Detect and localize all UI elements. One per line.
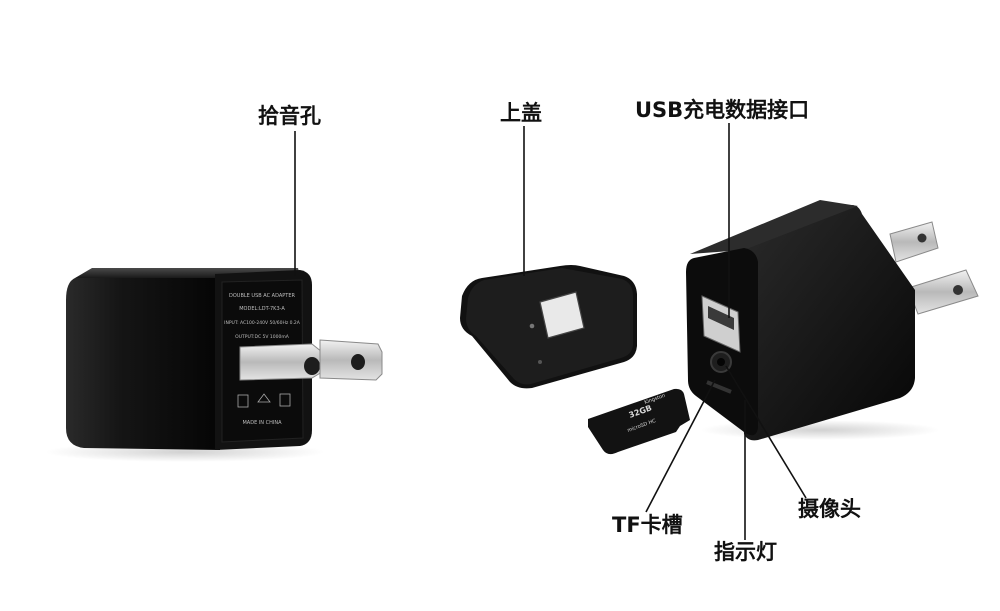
- adapter-print-title: DOUBLE USB AC ADAPTER: [229, 293, 296, 299]
- microsd-card: 32GB Kingston microSD HC: [588, 388, 690, 455]
- leader-line-camera: [725, 365, 807, 499]
- adapter-print-output: OUTPUT:DC 5V 1000mA: [235, 334, 290, 340]
- adapter-print-model: MODEL:LDT-7K3-A: [239, 306, 285, 312]
- label-microphone-hole: 拾音孔: [258, 104, 321, 128]
- left-usb-adapter: DOUBLE USB AC ADAPTER MODEL:LDT-7K3-A IN…: [45, 268, 383, 462]
- label-top-cover: 上盖: [500, 101, 542, 125]
- label-usb-port: USB充电数据接口: [635, 98, 810, 122]
- adapter-print-input: INPUT: AC100-240V 50/60Hz 0.2A: [224, 320, 301, 326]
- left-plug-prongs: [239, 339, 383, 381]
- label-tf-slot: TF卡槽: [612, 513, 683, 537]
- label-indicator-light: 指示灯: [714, 540, 777, 564]
- label-camera: 摄像头: [798, 497, 861, 521]
- leader-lines: [294, 123, 807, 540]
- right-camera-adapter: [686, 200, 979, 441]
- adapter-print-made-in: MADE IN CHINA: [242, 420, 282, 426]
- leader-line-tf-slot: [645, 379, 716, 513]
- top-cover-part: [460, 265, 637, 389]
